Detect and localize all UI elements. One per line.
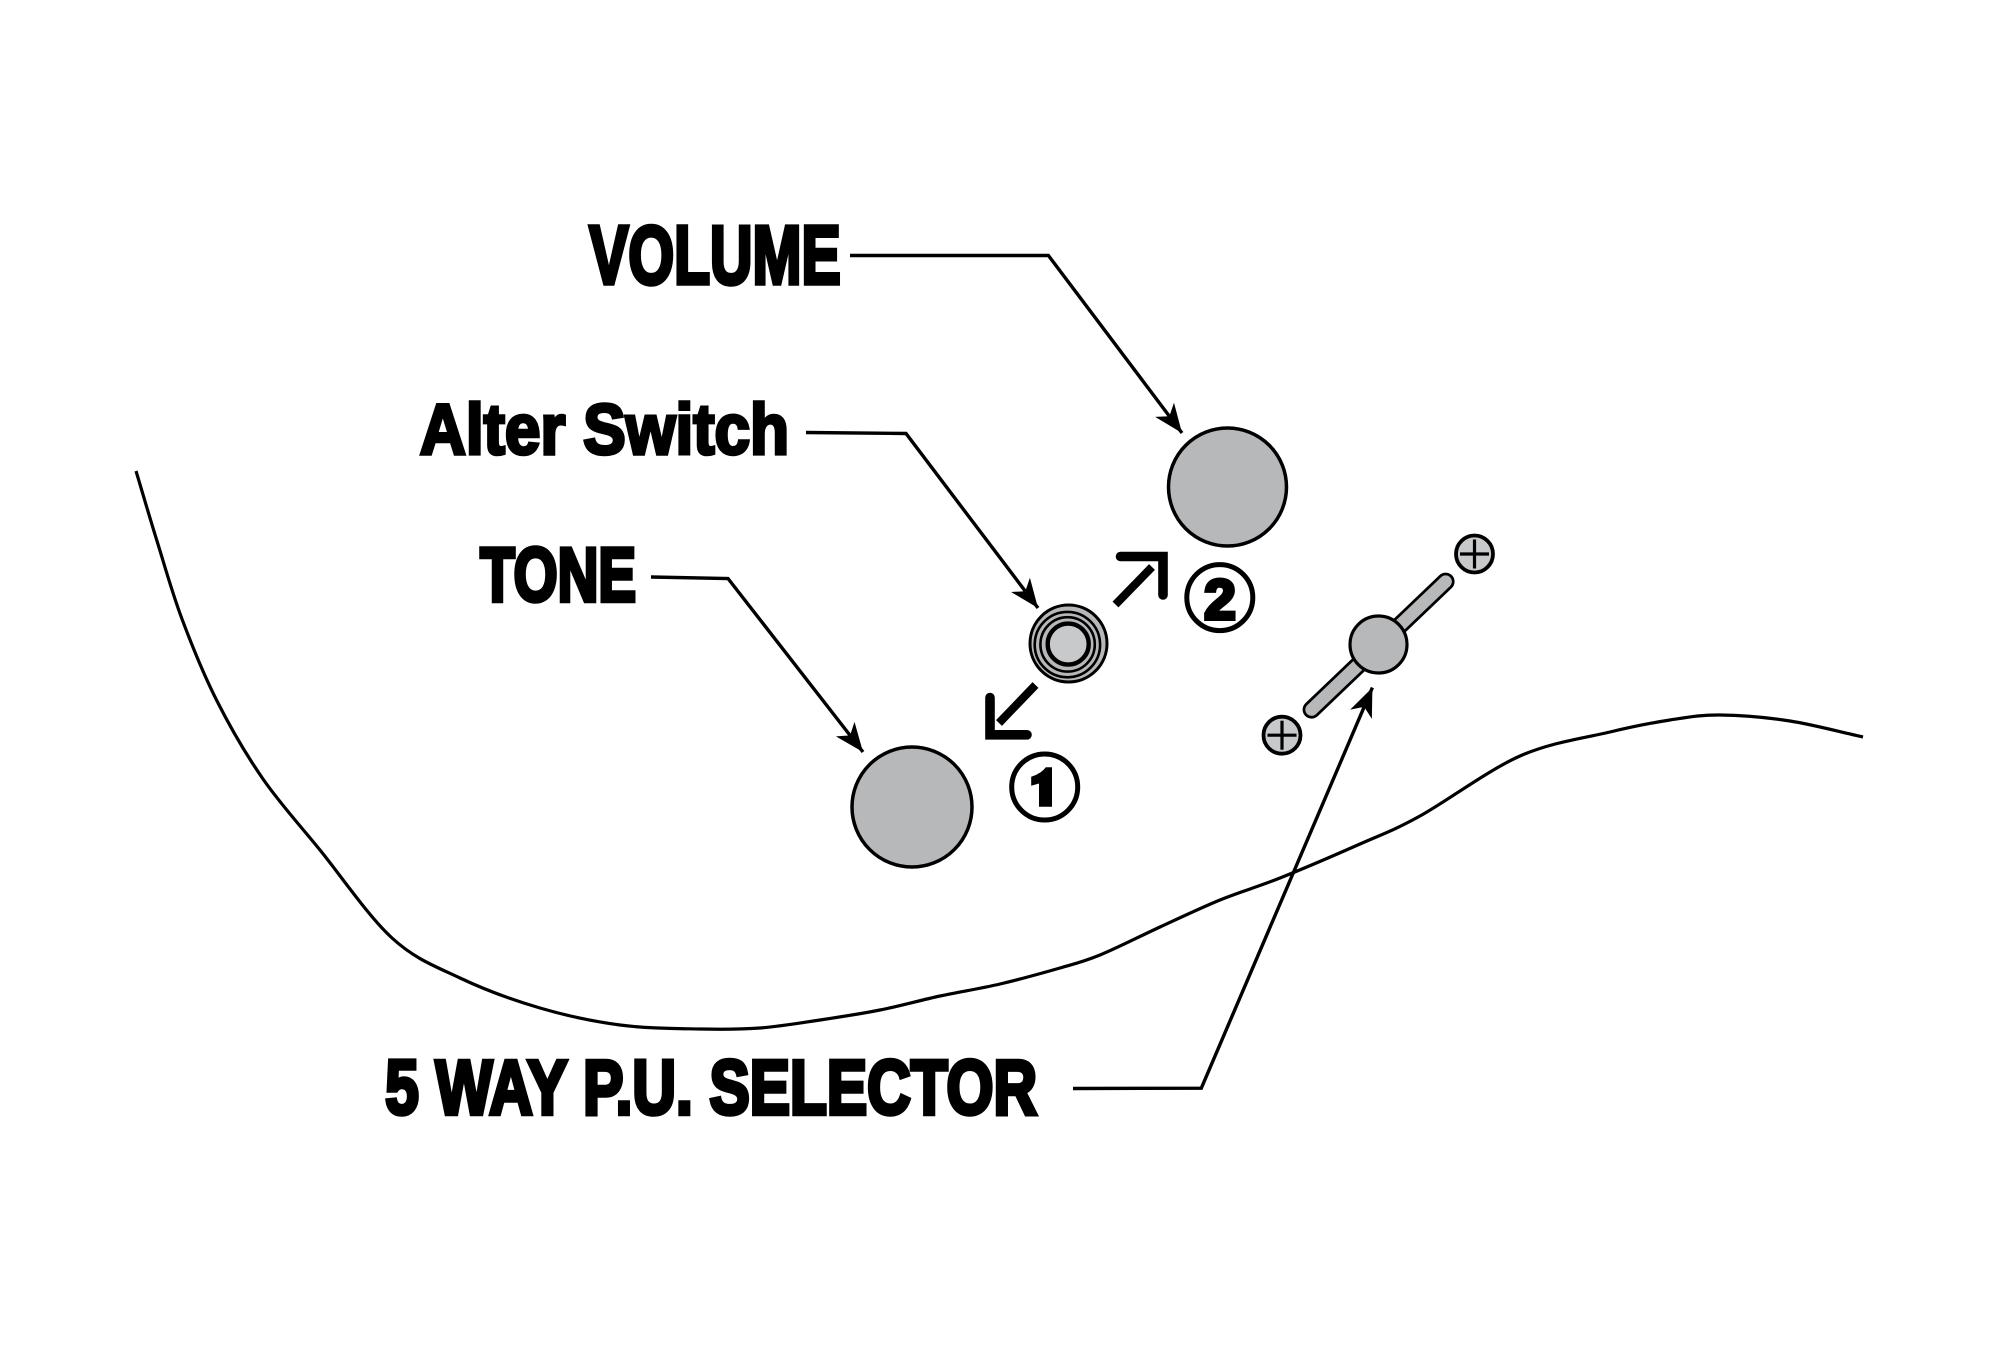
svg-text:Alter Switch: Alter Switch [420,390,789,470]
svg-text:2: 2 [1204,568,1236,632]
svg-text:VOLUME: VOLUME [589,210,841,302]
svg-text:5 WAY P.U. SELECTOR: 5 WAY P.U. SELECTOR [385,1045,1037,1131]
svg-text:TONE: TONE [480,533,636,618]
